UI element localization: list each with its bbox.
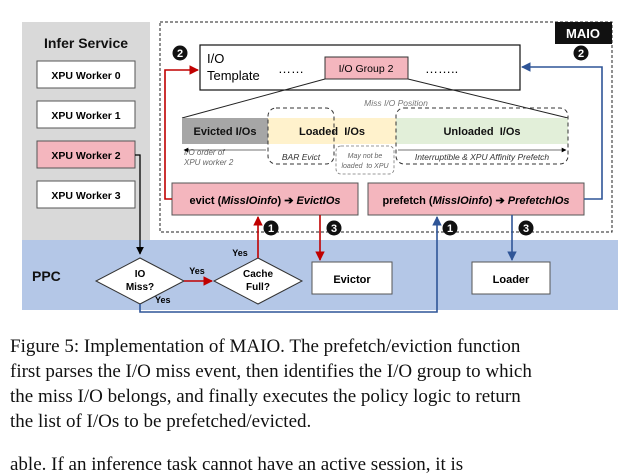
step-badge-evict-template: 2: [172, 45, 188, 61]
cache-full-label-1: Cache: [243, 269, 273, 280]
worker-1[interactable]: XPU Worker 1: [36, 100, 136, 129]
infer-service-title: Infer Service: [44, 35, 128, 51]
cache-full-decision: Cache Full?: [212, 257, 304, 305]
may-not-load-2: loaded to XPU: [341, 163, 389, 170]
prefetch-function[interactable]: prefetch (MissIOinfo) ➔ PrefetchIOs: [367, 182, 585, 216]
worker-0-label: XPU Worker 0: [51, 70, 120, 82]
svg-text:3: 3: [523, 223, 529, 235]
evict-function-text: evict (MissIOinfo) ➔ EvictIOs: [189, 195, 340, 207]
io-order-label-2: XPU worker 2: [183, 158, 234, 167]
loaded-ios-label: Loaded I/Os: [299, 126, 365, 138]
ppc-label: PPC: [32, 268, 61, 284]
loaded-ios-segment: [268, 118, 396, 144]
may-not-load-1: May not be: [348, 153, 383, 160]
io-template-label-2: Template: [207, 68, 260, 83]
maio-diagram: PPC Infer Service XPU Worker 0 XPU Worke…: [22, 21, 618, 313]
evict-function[interactable]: evict (MissIOinfo) ➔ EvictIOs: [171, 182, 359, 216]
loader-label: Loader: [493, 274, 530, 286]
yes-label-1: Yes: [189, 266, 205, 276]
io-group-2-label: I/O Group 2: [339, 63, 394, 75]
maio-label-box: [555, 22, 612, 44]
evicted-ios-segment: [182, 118, 268, 144]
svg-text:1: 1: [447, 223, 453, 235]
caption-line-2: first parses the I/O miss event, then id…: [10, 361, 532, 382]
yes-label-2: Yes: [232, 248, 248, 258]
svg-text:2: 2: [177, 48, 183, 60]
caption-line-3: the miss I/O belongs, and finally execut…: [10, 386, 521, 407]
prefetch-region: [395, 107, 569, 165]
worker-3-label: XPU Worker 3: [51, 190, 120, 202]
unloaded-ios-segment: [396, 118, 568, 144]
yes-label-3: Yes: [155, 295, 171, 305]
io-miss-label-1: IO: [135, 269, 146, 280]
io-miss-to-prefetch-arrow: [139, 216, 442, 313]
step-badge-evictor: 3: [326, 220, 342, 236]
io-miss-label-2: Miss?: [126, 282, 154, 293]
maio-label: MAIO: [566, 26, 600, 41]
figure-caption: Figure 5: Implementation of MAIO. The pr…: [10, 334, 615, 434]
miss-io-position: Miss I/O Position: [364, 98, 428, 108]
bar-evict-label: BAR Evict: [282, 152, 321, 162]
step-badge-loader: 3: [518, 220, 534, 236]
step-badge-cache-full: 1: [263, 220, 279, 236]
step-badge-prefetch: 1: [442, 220, 458, 236]
projection-left: [181, 78, 326, 119]
body-text-fragment: able. If an inference task cannot have a…: [10, 454, 464, 475]
may-not-load-region: [335, 145, 395, 175]
caption-line-4: the list of I/Os to be prefetched/evicte…: [10, 411, 312, 432]
worker-to-io-miss-arrow: [135, 154, 144, 255]
step-badge-prefetch-template: 2: [573, 45, 589, 61]
worker-2-label: XPU Worker 2: [51, 150, 120, 162]
io-group-2[interactable]: I/O Group 2: [324, 56, 409, 80]
evictor-box: Evictor: [311, 261, 393, 295]
evict-to-template-arrow: [164, 65, 199, 200]
prefetch-function-text: prefetch (MissIOinfo) ➔ PrefetchIOs: [382, 195, 569, 207]
worker-0[interactable]: XPU Worker 0: [36, 60, 136, 89]
worker-2[interactable]: XPU Worker 2: [36, 140, 136, 169]
svg-text:3: 3: [331, 223, 337, 235]
io-order-label-1: I/O order of: [184, 148, 225, 157]
worker-3[interactable]: XPU Worker 3: [36, 180, 136, 209]
template-dots-left: ……: [278, 61, 304, 76]
cache-full-label-2: Full?: [246, 282, 270, 293]
prefetch-to-template-arrow: [521, 62, 603, 200]
worker-1-label: XPU Worker 1: [51, 110, 120, 122]
io-template-label-1: I/O: [207, 51, 224, 66]
maio-boundary: [159, 21, 613, 233]
svg-text:2: 2: [578, 48, 584, 60]
bar-evict-region: [267, 107, 335, 165]
projection-right: [407, 78, 569, 119]
io-miss-decision: IO Miss?: [94, 257, 186, 305]
caption-line-1: Figure 5: Implementation of MAIO. The pr…: [10, 336, 521, 357]
evictor-label: Evictor: [333, 274, 371, 286]
template-dots-right: ……..: [425, 61, 458, 76]
loader-box: Loader: [471, 261, 551, 295]
evicted-ios-label: Evicted I/Os: [194, 126, 257, 138]
interruptible-prefetch-label: Interruptible & XPU Affinity Prefetch: [415, 152, 550, 162]
unloaded-ios-label: Unloaded I/Os: [443, 126, 520, 138]
svg-text:1: 1: [268, 223, 274, 235]
